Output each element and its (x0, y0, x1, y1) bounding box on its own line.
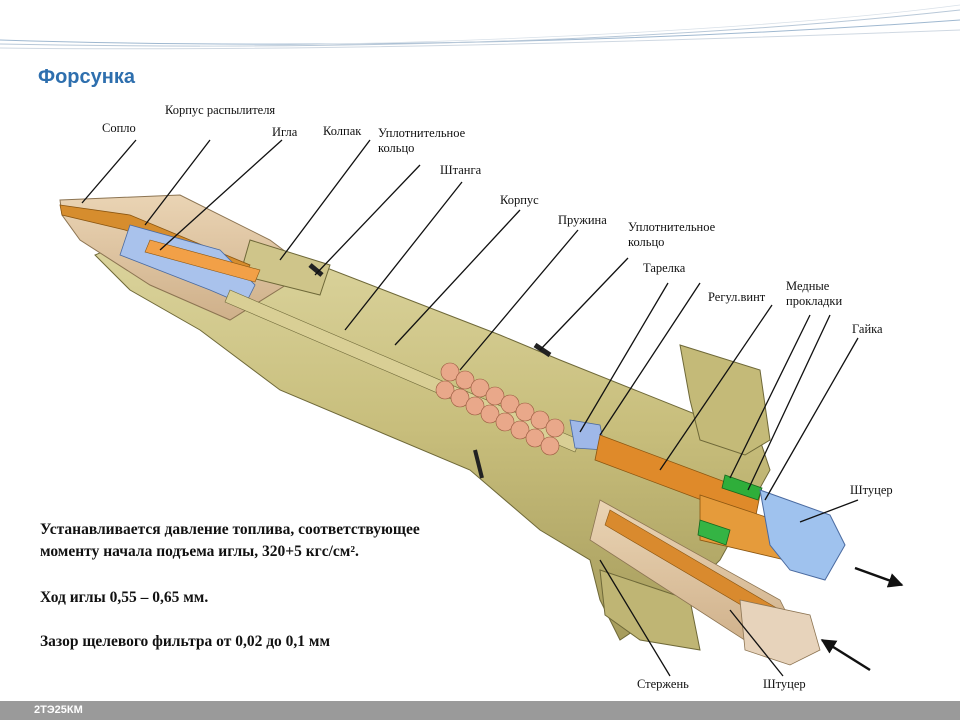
label-regul-vint: Регул.винт (708, 290, 766, 304)
label-mednye-prokladki: Медные прокладки (786, 279, 843, 308)
label-sterzhen: Стержень (637, 677, 689, 691)
label-soplo: Сопло (102, 121, 136, 135)
label-korpus: Корпус (500, 193, 539, 207)
footer-label: 2ТЭ25КМ (34, 704, 83, 716)
spec-line-1: Устанавливается давление топлива, соотве… (40, 521, 420, 538)
label-pruzhina: Пружина (558, 213, 607, 227)
label-gaika: Гайка (852, 322, 883, 336)
nozzle-body (59, 194, 846, 666)
label-tarelka: Тарелка (643, 261, 686, 275)
page-title: Форсунка (38, 66, 135, 88)
spec-line-4: Зазор щелевого фильтра от 0,02 до 0,1 мм (40, 633, 331, 650)
label-uplotn-kolco-1: Уплотнительное кольцо (378, 126, 466, 155)
leader-lines (81, 139, 859, 677)
label-shtucer-2: Штуцер (763, 677, 806, 691)
label-uplotn-kolco-2: Уплотнительное кольцо (628, 220, 716, 249)
footer-bar: 2ТЭ25КМ (0, 701, 960, 720)
label-kolpak: Колпак (323, 124, 362, 138)
spring (435, 362, 565, 456)
label-korpus-raspylitelya: Корпус распылителя (165, 103, 276, 117)
spec-line-2: моменту начала подъема иглы, 320+5 кгс/с… (40, 543, 359, 560)
label-shtanga: Штанга (440, 163, 482, 177)
flow-arrows (820, 566, 904, 672)
header-decoration (0, 4, 960, 50)
label-shtucer-1: Штуцер (850, 483, 893, 497)
label-igla: Игла (272, 125, 298, 139)
spec-line-3: Ход иглы 0,55 – 0,65 мм. (40, 589, 209, 606)
